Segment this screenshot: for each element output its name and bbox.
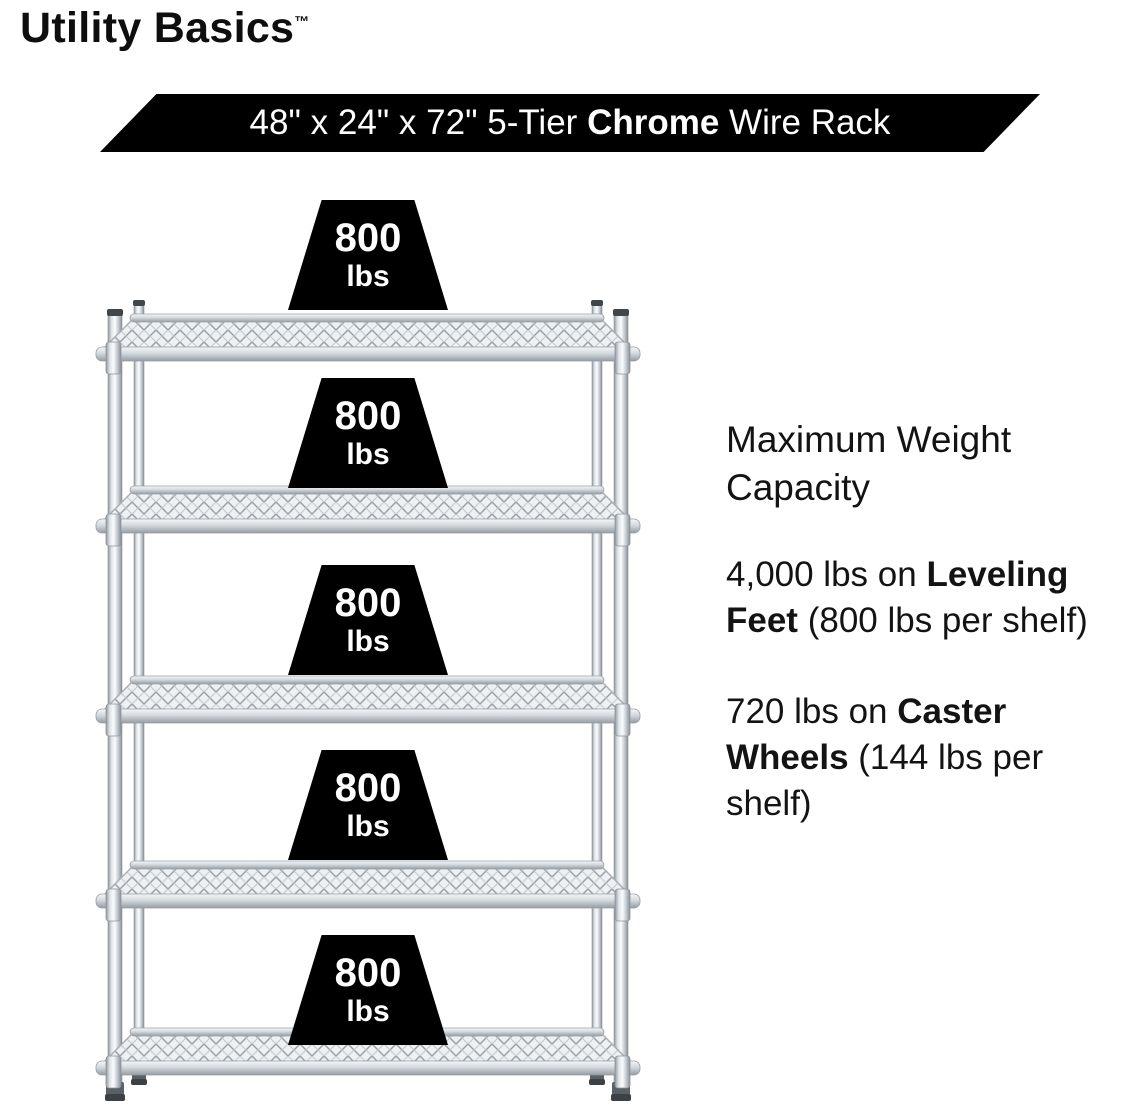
badge-value: 800 [334,581,402,625]
caster-wheels-text: 720 lbs on Caster Wheels (144 lbs per sh… [726,689,1126,828]
banner-rest-text: Wire Rack [719,103,891,142]
info-panel: Maximum Weight Capacity 4,000 lbs on Lev… [726,416,1126,871]
weight-badge-3: 800 lbs [288,565,448,675]
caster-bold: Caster Wheels [726,691,1007,777]
title-banner: 48" x 24" x 72" 5-Tier Chrome Wire Rack [100,94,1040,152]
leveling-bold: Leveling Feet [726,555,1069,641]
banner-size-text: 48" x 24" x 72" 5-Tier [249,103,588,142]
badge-unit: lbs [346,810,390,843]
banner-bold-text: Chrome [587,103,720,142]
caster-post: (144 lbs per shelf) [726,737,1044,823]
wire-rack-image [95,300,641,1101]
brand-name: Utility Basics [20,4,295,52]
badge-unit: lbs [346,625,390,658]
info-heading: Maximum Weight Capacity [726,419,1012,509]
badge-value: 800 [334,951,402,995]
trademark-symbol: ™ [294,13,310,31]
weight-badge-1: 800 lbs [288,200,448,310]
leveling-post: (800 lbs per shelf) [797,601,1088,641]
caster-pre: 720 lbs on [726,691,898,731]
leveling-feet-text: 4,000 lbs on Leveling Feet (800 lbs per … [726,552,1126,644]
badge-unit: lbs [346,995,390,1028]
brand-logo: Utility Basics™ [20,4,310,53]
badge-value: 800 [334,394,402,438]
leveling-pre: 4,000 lbs on [726,555,927,595]
badge-unit: lbs [346,260,390,293]
badge-unit: lbs [346,438,390,471]
badge-value: 800 [334,766,402,810]
wire-rack-photo [72,298,664,1106]
badge-value: 800 [334,216,402,260]
